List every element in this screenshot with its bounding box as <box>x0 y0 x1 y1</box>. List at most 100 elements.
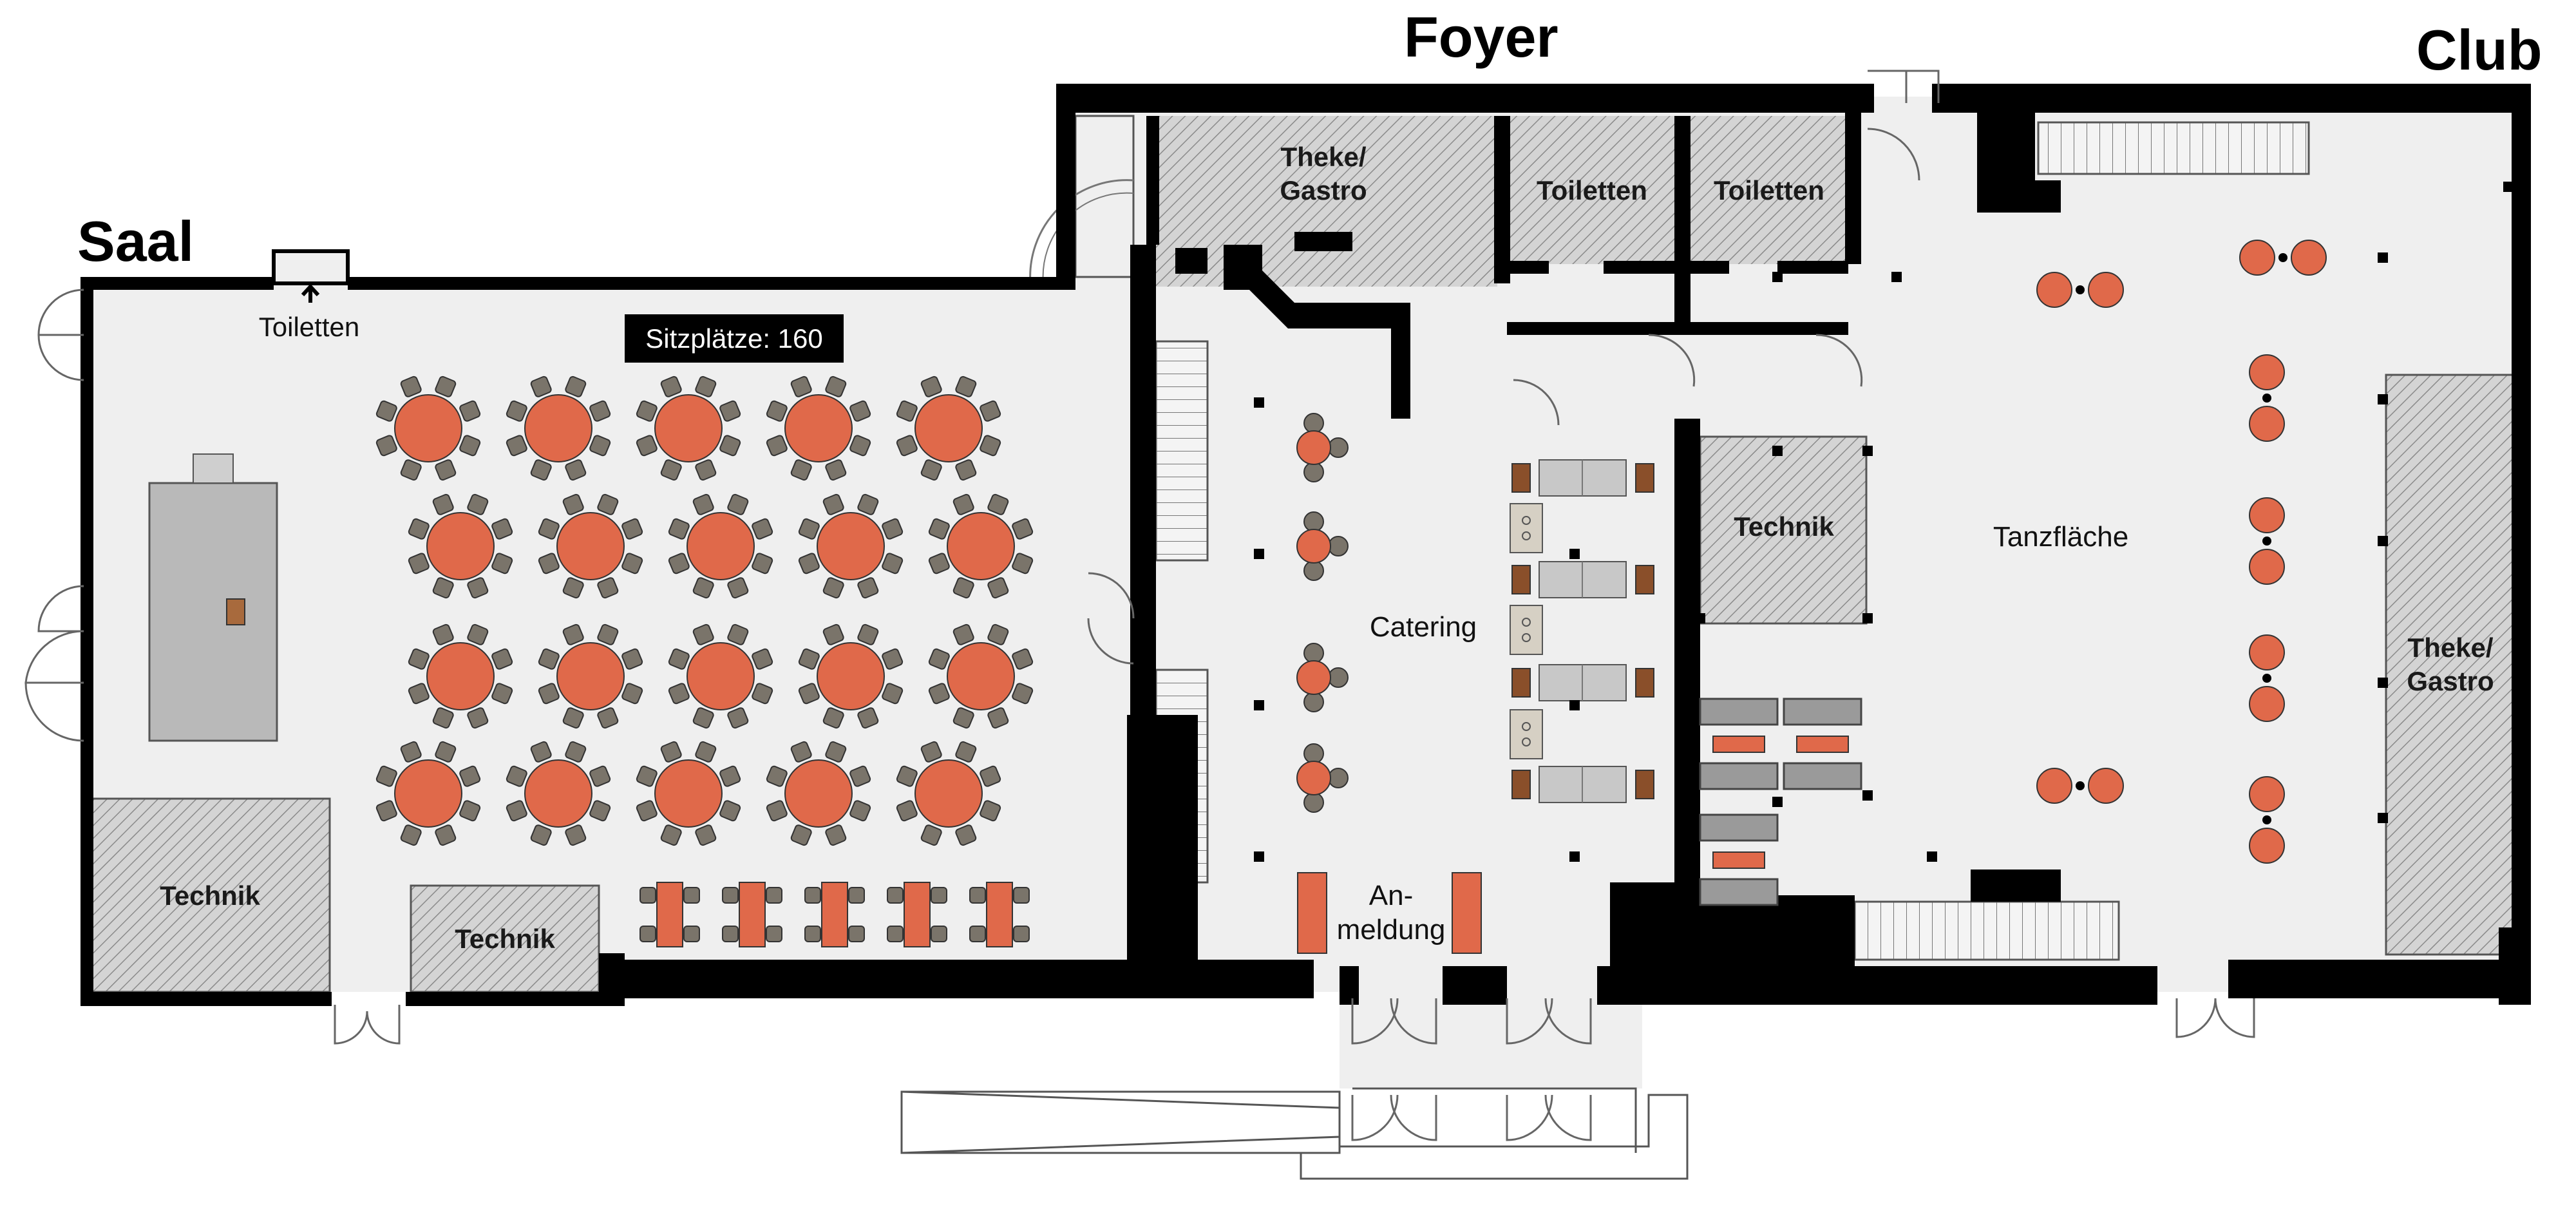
chair <box>562 623 584 645</box>
round-table <box>928 493 1034 599</box>
chair <box>597 493 619 515</box>
chair <box>849 400 871 422</box>
pillar <box>2378 252 2388 263</box>
pillars <box>1254 182 2514 862</box>
chair <box>955 459 977 481</box>
technik-saal-2-label: Technik <box>455 924 555 954</box>
chair <box>562 577 584 599</box>
chair <box>668 553 690 575</box>
chair <box>695 375 717 397</box>
table-top <box>1296 529 1331 564</box>
chair <box>621 553 643 575</box>
pillar <box>2378 536 2388 546</box>
chair <box>639 887 656 904</box>
round-table <box>538 623 643 729</box>
chair <box>727 707 749 729</box>
entrance-ramp <box>900 1087 1689 1180</box>
technik-saal-2-room <box>410 884 600 993</box>
table-top <box>821 882 848 947</box>
buffet-station <box>1511 766 1654 803</box>
chair <box>589 435 611 457</box>
chair <box>969 887 986 904</box>
chair <box>636 800 658 822</box>
pillar <box>1569 851 1580 862</box>
chair <box>459 800 481 822</box>
buffet-station <box>1511 561 1654 598</box>
saal-long-tables <box>639 882 1030 947</box>
lounge-table <box>1796 736 1849 753</box>
pillar <box>2378 813 2388 823</box>
chair <box>683 887 700 904</box>
chair <box>530 375 552 397</box>
chair <box>804 926 821 942</box>
table-top <box>654 394 723 462</box>
chair <box>849 765 871 787</box>
chair <box>987 623 1009 645</box>
chair <box>798 683 820 705</box>
bar-table-pair <box>2036 272 2124 308</box>
round-table <box>636 741 741 846</box>
bar-table-pair <box>2036 768 2124 804</box>
toiletten-1-room <box>1507 116 1678 264</box>
theke-gastro-foyer-room <box>1156 116 1497 287</box>
chair <box>1303 743 1324 764</box>
chair <box>1012 648 1034 670</box>
chair <box>597 707 619 729</box>
table-top <box>817 642 885 710</box>
round-table <box>798 493 904 599</box>
chair <box>621 648 643 670</box>
chair <box>400 459 422 481</box>
chair <box>1012 683 1034 705</box>
chair <box>722 887 739 904</box>
round-table <box>538 493 643 599</box>
chair <box>1303 511 1324 532</box>
doors <box>24 70 2255 1141</box>
chair <box>952 623 974 645</box>
chair <box>1012 553 1034 575</box>
chair <box>825 459 847 481</box>
bar-table-pair <box>2249 634 2285 722</box>
chair <box>752 648 773 670</box>
side-block <box>1635 463 1654 493</box>
club-title: Club <box>2416 18 2543 82</box>
lounge-group <box>1783 698 1862 790</box>
chair <box>1012 518 1034 540</box>
chair <box>1328 536 1349 556</box>
chair <box>857 623 879 645</box>
chair <box>639 926 656 942</box>
sitzplaetze-label: Sitzplätze: 160 <box>645 323 823 354</box>
chair <box>621 683 643 705</box>
chair <box>920 741 942 763</box>
chair <box>952 707 974 729</box>
chair <box>692 577 714 599</box>
chair <box>459 435 481 457</box>
chair <box>668 683 690 705</box>
chair <box>695 824 717 846</box>
chair <box>565 459 587 481</box>
chair <box>467 623 489 645</box>
chair <box>952 493 974 515</box>
chair <box>928 683 950 705</box>
chair <box>400 741 422 763</box>
chair <box>506 800 527 822</box>
anmeldung-label-1: An- <box>1369 880 1413 911</box>
chair <box>432 707 454 729</box>
table-top <box>1296 660 1331 695</box>
long-table <box>722 882 782 947</box>
chair <box>467 707 489 729</box>
sofa <box>1699 878 1779 906</box>
chair <box>920 824 942 846</box>
table-top <box>986 882 1013 947</box>
chair <box>538 518 560 540</box>
chair <box>980 435 1001 457</box>
chair <box>727 493 749 515</box>
chair <box>719 800 741 822</box>
walls <box>80 84 2531 1006</box>
chair <box>719 765 741 787</box>
chair <box>896 800 918 822</box>
table-top <box>426 512 495 580</box>
chair <box>375 400 397 422</box>
chair <box>660 375 682 397</box>
hatched-rooms <box>89 116 2516 993</box>
theke-gastro-club-label-1: Theke/ <box>2407 632 2493 663</box>
